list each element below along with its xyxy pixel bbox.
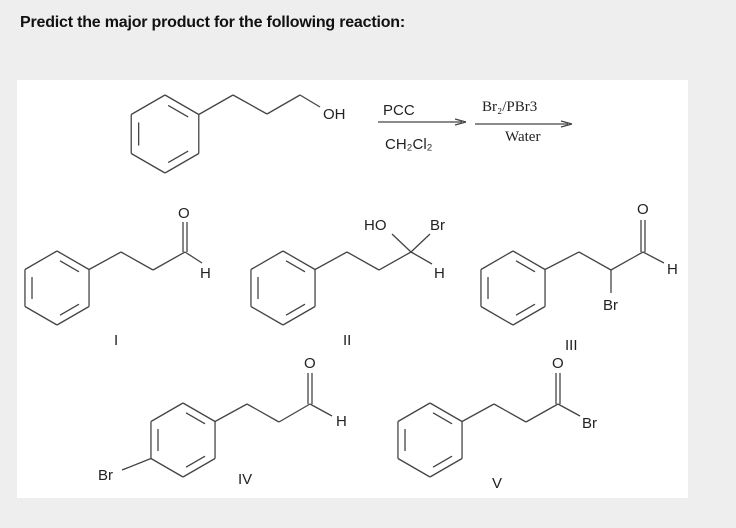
option-2-ring-double-bond: [285, 303, 306, 316]
step1-solvent: CH₂Cl₂: [385, 136, 433, 153]
option-5-ring-bond: [397, 457, 431, 478]
option-3-chain-bond: [610, 251, 644, 271]
option-5-ring-bond: [429, 402, 463, 423]
option-3-chain-bond: [642, 251, 665, 264]
option-2-c-h-bond: [410, 251, 433, 265]
step2-arrowhead: [560, 120, 573, 125]
option-2-ring-bond: [250, 250, 284, 271]
option-3-ring-bond: [480, 305, 514, 326]
option-4-ring-double-bond: [185, 412, 206, 425]
option-4-ring-bond: [150, 402, 184, 423]
reaction-figure-panel: [17, 80, 688, 498]
option-4-numeral: IV: [238, 471, 252, 488]
step1-arrowhead: [454, 121, 467, 126]
step2-solvent: Water: [505, 129, 540, 145]
option-1-chain-bond: [184, 251, 203, 264]
option-1-oxygen: O: [178, 205, 190, 222]
option-1-chain-bond: [120, 251, 154, 271]
option-5-ring-double-bond: [432, 412, 453, 425]
option-2-hydroxyl: HO: [364, 217, 387, 234]
option-2-hydrogen: H: [434, 265, 445, 282]
option-2-bromine: Br: [430, 217, 445, 234]
option-4-chain-bond: [309, 403, 333, 417]
option-5-chain-bond: [525, 403, 559, 423]
option-5-bromine: Br: [582, 415, 597, 432]
option-1-ring-double-bond: [59, 260, 80, 273]
step1-arrowhead: [454, 118, 467, 123]
option-5-chain-bond: [493, 403, 527, 423]
option-2-ring-bond: [282, 305, 316, 326]
option-2-ring-bond: [282, 250, 316, 271]
reactant-chain-bond: [266, 94, 301, 115]
option-1-ring-bond: [24, 305, 58, 326]
option-4-chain-bond: [246, 403, 280, 423]
option-3-ring-double-bond: [515, 303, 536, 316]
step2-reagent: Br₂/PBr3: [482, 99, 537, 115]
option-1-ring-double-bond: [59, 303, 80, 316]
option-4-c-br-bond: [121, 457, 152, 471]
option-2-chain-bond: [378, 251, 412, 271]
option-2-chain-bond: [346, 251, 380, 271]
option-1-ring-bond: [24, 250, 58, 271]
question-text: Predict the major product for the follow…: [20, 14, 405, 31]
option-5-chain-bond: [557, 403, 581, 417]
option-4-ring-bond: [182, 402, 216, 423]
option-3-bromine: Br: [603, 297, 618, 314]
option-5-ring-bond: [397, 402, 431, 423]
reactant-ring-double-bond: [167, 104, 189, 118]
option-2-c-br-bond: [410, 233, 431, 253]
option-3-ring-bond: [512, 305, 546, 326]
option-3-ring-double-bond: [515, 260, 536, 273]
option-2-c-oh-bond: [391, 233, 412, 253]
option-1-ring-bond: [56, 250, 90, 271]
option-4-ring-bond: [150, 457, 184, 478]
reactant-chain-bond: [232, 94, 268, 115]
option-1-chain-bond: [152, 251, 186, 271]
reactant-ring-double-bond: [167, 150, 189, 164]
option-4-ring-double-bond: [185, 455, 206, 468]
option-5-numeral: V: [492, 475, 502, 492]
reactant-ring-bond: [164, 152, 200, 174]
option-4-chain-bond: [278, 403, 311, 423]
option-5-oxygen: O: [552, 355, 564, 372]
reactant-chain-bond: [299, 94, 321, 108]
option-4-hydrogen: H: [336, 413, 347, 430]
option-1-numeral: I: [114, 332, 118, 349]
step2-arrowhead: [560, 123, 573, 128]
option-1-ring-bond: [56, 305, 90, 326]
option-2-numeral: II: [343, 332, 351, 349]
reactant-ring-bond: [130, 152, 166, 174]
option-2-ring-double-bond: [285, 260, 306, 273]
option-5-ring-bond: [429, 457, 463, 478]
reactant-chain-bond: [198, 94, 234, 116]
option-1-chain-bond: [88, 251, 122, 271]
option-3-ring-bond: [512, 250, 546, 271]
option-4-bromine: Br: [98, 467, 113, 484]
option-3-hydrogen: H: [667, 261, 678, 278]
option-2-chain-bond: [314, 251, 348, 271]
option-5-chain-bond: [461, 403, 495, 423]
option-3-chain-bond: [578, 251, 612, 271]
option-1-hydrogen: H: [200, 265, 211, 282]
option-4-ring-bond: [182, 457, 216, 478]
option-4-chain-bond: [214, 403, 248, 423]
option-2-ring-bond: [250, 305, 284, 326]
option-4-oxygen: O: [304, 355, 316, 372]
reactant-ring-bond: [130, 94, 166, 116]
option-5-ring-double-bond: [432, 455, 453, 468]
reactant-ring-bond: [164, 94, 200, 116]
reactant-oh-label: OH: [323, 106, 346, 123]
option-3-ring-bond: [480, 250, 514, 271]
option-3-chain-bond: [544, 251, 580, 271]
step1-reagent: PCC: [383, 102, 415, 119]
option-3-oxygen: O: [637, 201, 649, 218]
option-3-numeral: III: [565, 337, 578, 354]
